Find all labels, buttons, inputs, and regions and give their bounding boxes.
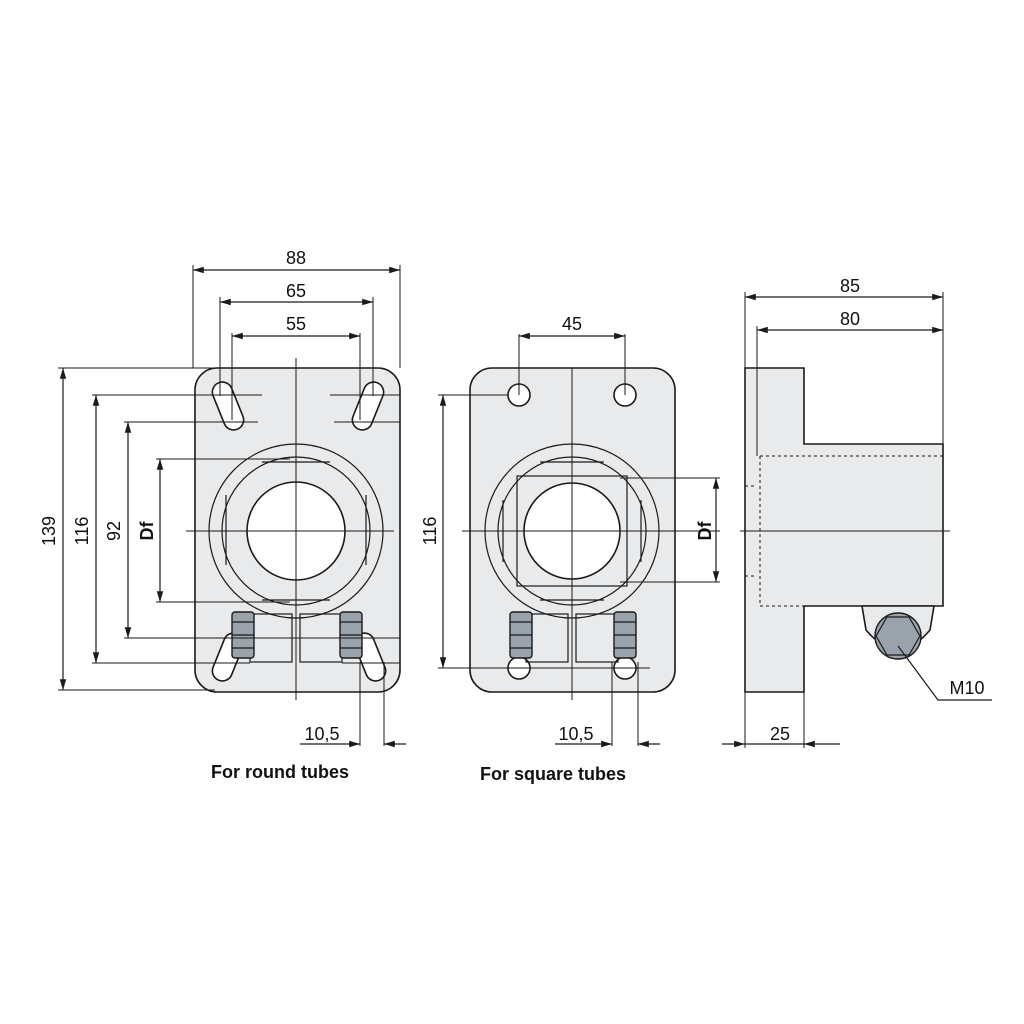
side-dim-25: 25 [770, 724, 790, 744]
square-dim-df: Df [695, 521, 715, 541]
side-view: 85 80 25 M10 [722, 276, 992, 748]
side-bolt-hex [875, 616, 921, 656]
round-dim-88: 88 [286, 248, 306, 268]
clamp-insert [225, 461, 367, 601]
square-dim-116: 116 [420, 517, 440, 546]
round-dim-139: 139 [39, 516, 59, 546]
side-dim-85: 85 [840, 276, 860, 296]
round-dim-55: 55 [286, 314, 306, 334]
round-dim-df: Df [137, 521, 157, 541]
side-bolt-label: M10 [949, 678, 984, 698]
round-dim-65: 65 [286, 281, 306, 301]
round-dim-92: 92 [104, 521, 124, 541]
square-dim-45: 45 [562, 314, 582, 334]
round-dim-116: 116 [72, 517, 92, 546]
square-caption: For square tubes [480, 764, 626, 784]
side-dim-80: 80 [840, 309, 860, 329]
round-tube-view: 88 65 55 139 116 92 Df 10,5 For round tu… [39, 248, 406, 782]
side-bolt-head [874, 612, 922, 660]
square-dim-10-5: 10,5 [558, 724, 593, 744]
round-caption: For round tubes [211, 762, 349, 782]
round-dim-10-5: 10,5 [304, 724, 339, 744]
square-tube-view: 45 116 Df 10,5 For square tubes [420, 314, 720, 784]
